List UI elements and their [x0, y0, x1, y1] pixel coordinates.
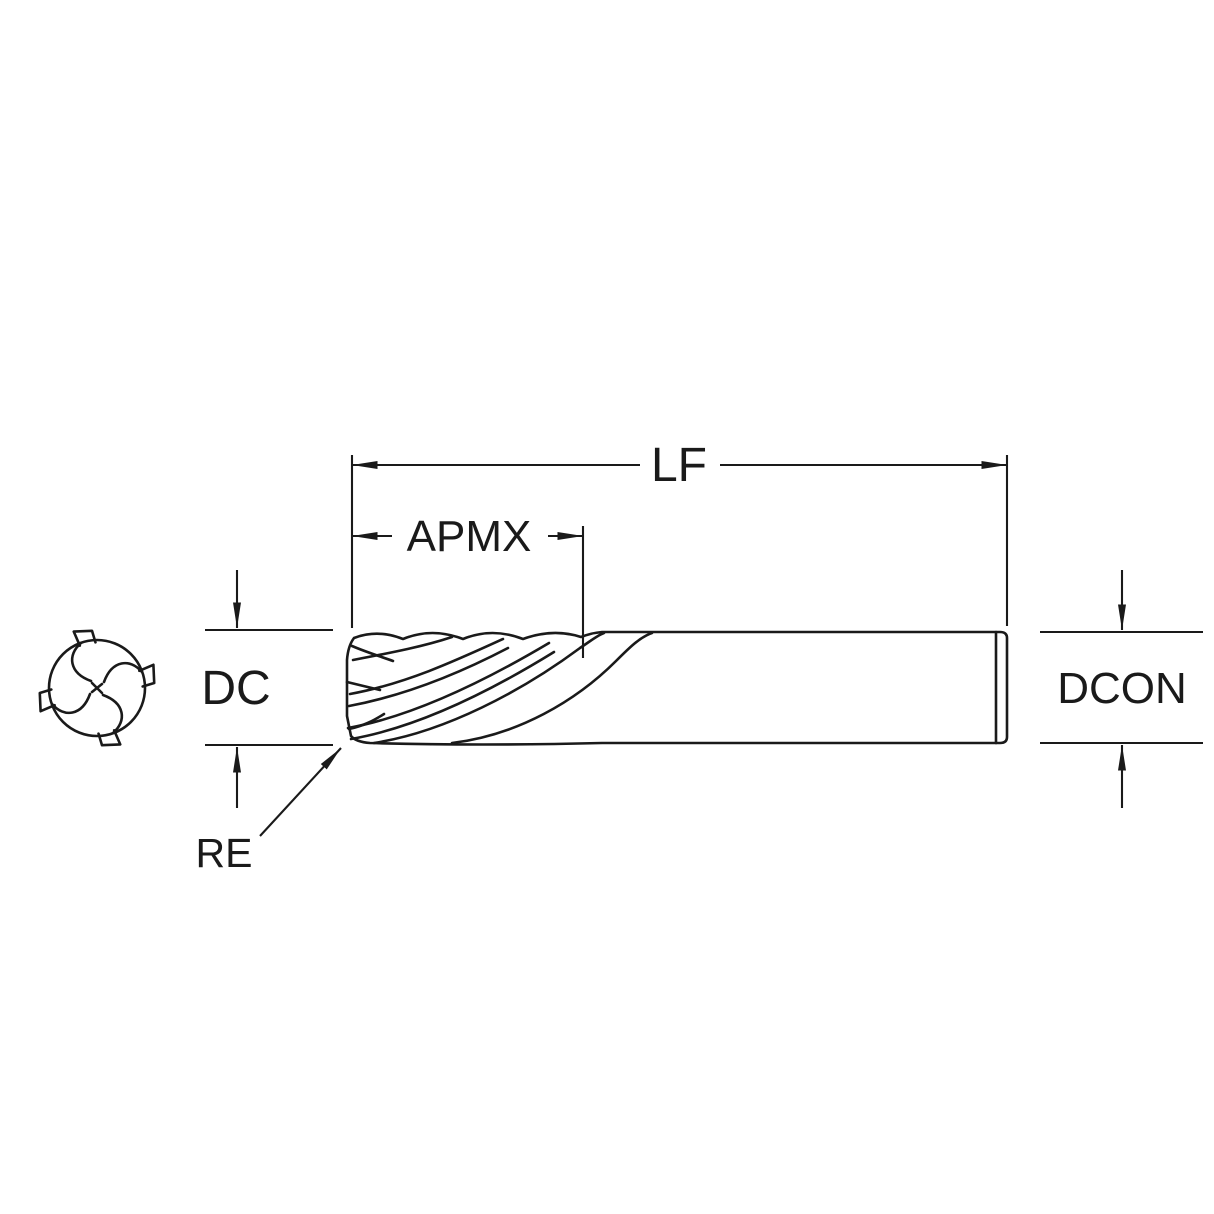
- helix-runout-line: [450, 631, 654, 745]
- re-callout: RE: [196, 747, 342, 876]
- tooth-tab: [97, 729, 122, 747]
- apmx-label: APMX: [407, 512, 532, 561]
- re-leader-line: [259, 747, 342, 837]
- flute-curve: [50, 692, 92, 715]
- center-gash: [90, 681, 104, 695]
- tooth-tab: [38, 688, 56, 713]
- end-tooth-line: [350, 644, 395, 663]
- end-teeth-lines: [345, 644, 395, 731]
- dcon-label: DCON: [1057, 664, 1187, 713]
- end-tooth-line: [347, 712, 386, 731]
- lf-label: LF: [651, 439, 707, 492]
- end-view: [38, 629, 156, 747]
- helix-line: [348, 637, 505, 696]
- end-view-flutes: [50, 641, 144, 735]
- apmx-dimension: APMX: [352, 512, 585, 658]
- end-view-outline: [47, 638, 147, 738]
- helix-line: [347, 646, 510, 708]
- dcon-dimension: DCON: [1040, 570, 1203, 808]
- side-view: [345, 630, 1009, 746]
- lf-dimension: LF: [350, 439, 1009, 628]
- flute-helix-lines: [346, 631, 654, 745]
- tooth-tab: [138, 663, 156, 688]
- helix-line: [349, 650, 556, 741]
- end-tooth-line: [345, 680, 382, 692]
- tooth-tab: [72, 629, 97, 647]
- flute-curve: [101, 693, 124, 735]
- flute-curve: [70, 641, 93, 683]
- flute-curve: [102, 661, 144, 684]
- end-view-tooth-tabs: [38, 629, 156, 747]
- re-label: RE: [196, 830, 253, 876]
- dc-label: DC: [201, 662, 270, 715]
- helix-line: [351, 635, 454, 662]
- helix-line: [346, 641, 551, 730]
- helix-runout-line: [372, 631, 606, 745]
- tool-outline: [345, 630, 1009, 746]
- dc-dimension: DC: [201, 570, 333, 808]
